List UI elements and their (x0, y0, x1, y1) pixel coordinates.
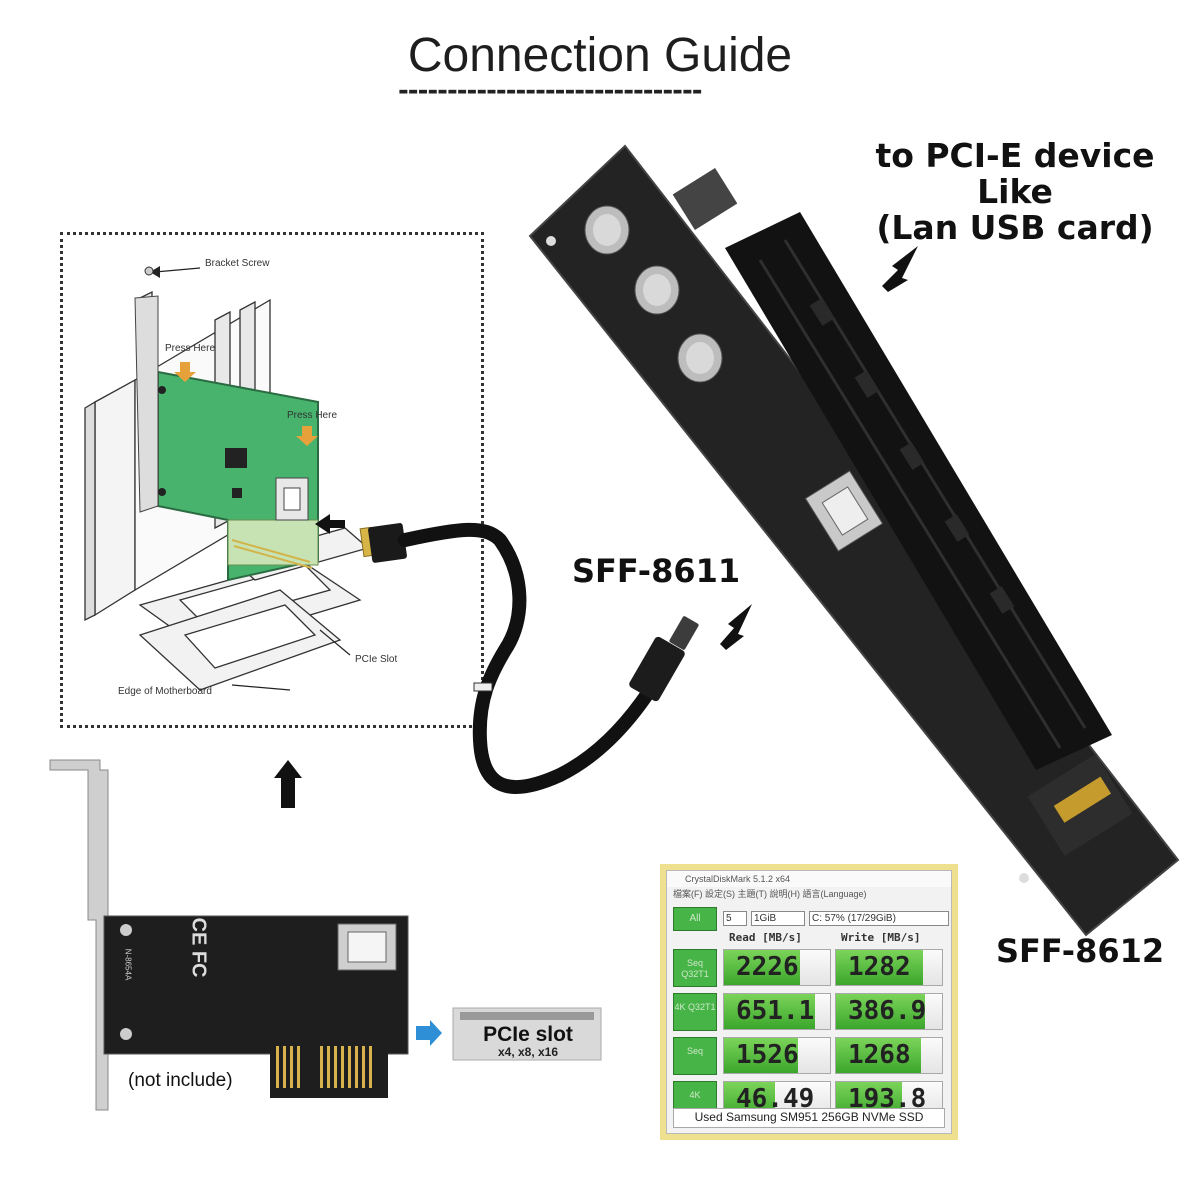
cdm-read-value: 651.1 (723, 993, 831, 1030)
cdm-write-number: 1282 (848, 952, 911, 982)
cdm-read-number: 2226 (736, 952, 799, 982)
cdm-test-button[interactable]: Seq Q32T1 (673, 949, 717, 987)
cdm-read-number: 1526 (736, 1040, 799, 1070)
bracket-screw-label: Bracket Screw (205, 258, 270, 269)
cdm-write-value: 193.8 (835, 1081, 943, 1118)
adapter-card-sketch (134, 295, 319, 582)
cdm-window: CrystalDiskMark 5.1.2 x64 檔案(F) 設定(S) 主題… (666, 870, 952, 1134)
cdm-write-value: 1282 (835, 949, 943, 986)
cdm-read-header: Read [MB/s] (729, 931, 802, 944)
cdm-status-text: Used Samsung SM951 256GB NVMe SSD (673, 1108, 945, 1128)
crystaldiskmark-screenshot: CrystalDiskMark 5.1.2 x64 檔案(F) 設定(S) 主題… (660, 864, 958, 1140)
adapter-card-photo (49, 759, 409, 1111)
arrow-to-pcie-icon (882, 246, 918, 292)
cdm-write-number: 193.8 (848, 1084, 927, 1114)
cdm-read-bar (724, 950, 801, 985)
cdm-write-number: 1268 (848, 1040, 911, 1070)
cdm-menubar: 檔案(F) 設定(S) 主題(T) 說明(H) 語言(Language) (673, 889, 867, 899)
cdm-all-button[interactable]: All (673, 907, 717, 931)
cdm-size-select[interactable]: 1GiB (751, 911, 805, 926)
cdm-write-number: 386.9 (848, 996, 927, 1026)
riser-board (528, 144, 1180, 937)
pcie-slot-label: PCIe Slot (355, 654, 398, 665)
cdm-test-button[interactable]: Seq (673, 1037, 717, 1075)
arrow-up-icon (274, 760, 302, 808)
card-pointer-arrow (315, 514, 345, 534)
title-underline: ------------------------------- (398, 86, 830, 98)
cdm-write-header: Write [MB/s] (841, 931, 921, 944)
pcie-slot-badge-title: PCIe slot (483, 1023, 573, 1046)
motherboard-edge-label: Edge of Motherboard (118, 686, 212, 697)
cdm-write-bar (836, 1038, 921, 1073)
cdm-read-bar (724, 1038, 799, 1073)
cdm-write-value: 386.9 (835, 993, 943, 1030)
cdm-read-bar (724, 994, 816, 1029)
arrow-right-blue-icon (416, 1020, 442, 1046)
sff8611-label: SFF-8611 (572, 552, 741, 590)
press-here-label-2: Press Here (287, 410, 338, 421)
cdm-test-button[interactable]: 4K Q32T1 (673, 993, 717, 1031)
cdm-drive-select[interactable]: C: 57% (17/29GiB) (809, 911, 949, 926)
cdm-write-bar (836, 950, 923, 985)
installation-diagram-frame (60, 232, 484, 728)
cdm-read-number: 46.49 (736, 1084, 815, 1114)
cdm-read-value: 1526 (723, 1037, 831, 1074)
pcie-note-line-2: Like (977, 172, 1053, 211)
sketch-arrows (174, 362, 318, 446)
cdm-read-number: 651.1 (736, 996, 815, 1026)
pcie-slot-badge-subtitle: x4, x8, x16 (497, 1045, 559, 1059)
cdm-runs-select[interactable]: 5 (723, 911, 747, 926)
arrow-to-sff8611-icon (720, 604, 752, 650)
cdm-read-value: 46.49 (723, 1081, 831, 1118)
cdm-write-bar (836, 994, 926, 1029)
ce-fc-marks: CE FC (187, 917, 210, 978)
press-here-label-1: Press Here (165, 343, 216, 354)
pcie-device-note: to PCI-E device Like (Lan USB card) (850, 138, 1180, 246)
sff-cable (359, 522, 699, 795)
not-include-note: (not include) (128, 1070, 233, 1091)
cdm-write-value: 1268 (835, 1037, 943, 1074)
cdm-read-value: 2226 (723, 949, 831, 986)
board-model-text: N-8654A (123, 948, 133, 981)
pcie-note-line-3: (Lan USB card) (876, 208, 1154, 247)
cdm-titlebar: CrystalDiskMark 5.1.2 x64 (667, 871, 951, 887)
sff8612-label: SFF-8612 (996, 932, 1165, 970)
page-title: Connection Guide (407, 29, 793, 82)
pcie-note-line-1: to PCI-E device (875, 136, 1155, 175)
